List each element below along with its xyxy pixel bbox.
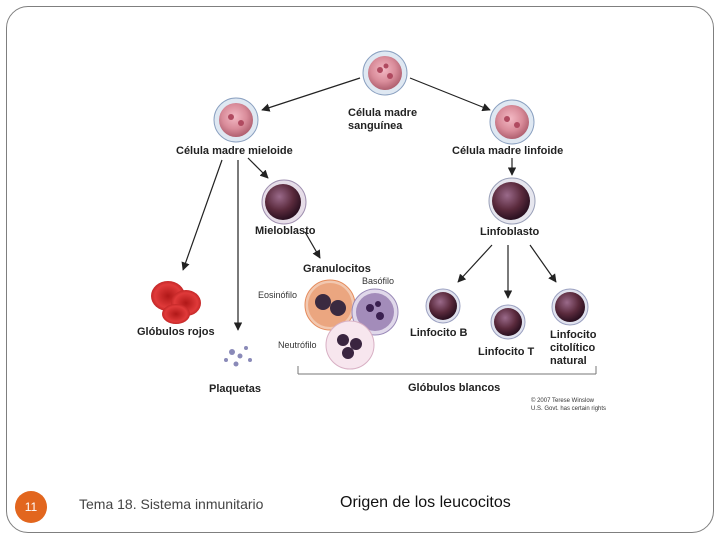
arrow-lymphoblast-to-nk (529, 244, 557, 283)
myeloblast-label: Mieloblasto (255, 225, 316, 237)
neutrophil-cell (325, 320, 375, 370)
platelets-label: Plaquetas (209, 383, 261, 395)
t-lymphocyte-label: Linfocito T (478, 346, 534, 358)
b-lymphocyte-label: Linfocito B (410, 327, 467, 339)
lymphoblast-label: Linfoblasto (480, 226, 540, 238)
basophil-cell (351, 288, 399, 336)
myeloid-stem-cell (213, 97, 259, 143)
copyright-line1: © 2007 Terese Winslow (531, 397, 595, 404)
flow-arrows (181, 77, 557, 331)
stem-cell-label-line2: sanguínea (348, 120, 403, 132)
nk-cell (551, 288, 589, 326)
myeloid-stem-cell-label: Célula madre mieloide (176, 145, 293, 157)
blood-stem-cell (362, 50, 408, 96)
slide-number: 11 (24, 500, 38, 514)
neutrophil-label: Neutrófilo (278, 340, 317, 350)
t-lymphocyte-cell (490, 304, 526, 340)
stem-cell-label-line1: Célula madre (348, 107, 417, 119)
myeloblast-cell (261, 179, 307, 225)
copyright-line2: U.S. Govt. has certain rights (531, 406, 606, 412)
nk-cell-label-line1: Linfocito (550, 329, 597, 341)
arrow-myeloid-to-myeloblast (247, 157, 269, 179)
eosinophil-cell (304, 279, 356, 331)
arrow-stem-to-myeloid (261, 77, 361, 112)
arrow-myeloblast-to-granulocytes (304, 231, 321, 259)
b-lymphocyte-cell (425, 288, 461, 324)
slide-frame (6, 6, 714, 533)
nk-cell-label-line3: natural (550, 355, 587, 367)
arrow-myeloid-to-red (181, 159, 223, 271)
nk-cell-label-line2: citolítico (550, 342, 596, 354)
arrow-stem-to-lymphoid (409, 77, 491, 112)
white-cells-bracket (297, 366, 597, 375)
platelets (224, 346, 252, 367)
red-blood-cells (151, 281, 201, 324)
footer-topic: Tema 18. Sistema inmunitario (79, 496, 264, 512)
footer-title: Origen de los leucocitos (340, 494, 511, 511)
red-cells-label: Glóbulos rojos (137, 326, 215, 338)
basophil-label: Basófilo (362, 276, 394, 286)
leukocyte-origin-diagram: Célula madre sanguínea Célula madre miel… (137, 50, 606, 412)
granulocytes-label: Granulocitos (303, 263, 371, 275)
slide-number-badge: 11 (15, 491, 47, 523)
eosinophil-label: Eosinófilo (258, 290, 297, 300)
arrow-lymphoblast-to-b (457, 244, 493, 283)
lymphoid-stem-cell (489, 99, 535, 145)
white-cells-label: Glóbulos blancos (408, 382, 500, 394)
lymphoid-stem-cell-label: Célula madre linfoide (452, 145, 563, 157)
lymphoblast-cell (488, 177, 536, 225)
